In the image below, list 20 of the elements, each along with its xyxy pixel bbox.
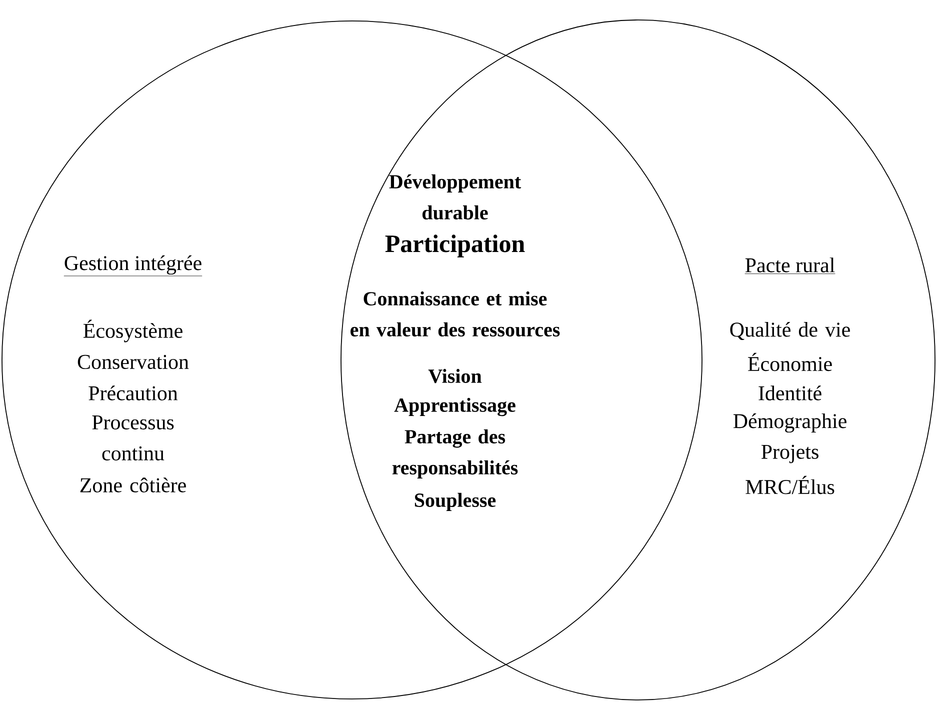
- list-item: Conservation: [78, 354, 189, 370]
- overlap-term: Vision: [428, 368, 482, 384]
- circle-heading: Gestion intégrée: [64, 255, 202, 276]
- overlap-term: Participation: [385, 234, 525, 258]
- overlap-term: Développement durable: [389, 174, 522, 220]
- list-item: Démographie: [733, 413, 846, 433]
- list-item: Écosystème: [83, 320, 182, 342]
- list-item: Économie: [748, 352, 832, 372]
- list-item: Projets: [761, 444, 818, 464]
- list-item: MRC/Élus: [746, 476, 834, 494]
- overlap-term: Partage des responsabilités: [392, 429, 518, 479]
- list-item: Zone côtière: [80, 478, 186, 492]
- list-item: Qualité de vie: [730, 322, 850, 340]
- list-item: Précaution: [88, 386, 178, 400]
- overlap-term: Apprentissage: [394, 398, 516, 416]
- overlap-term: Connaissance et mise en valeur des ressources: [350, 291, 560, 337]
- circle-heading: Pacte rural: [744, 258, 836, 274]
- list-item: Identité: [758, 386, 822, 400]
- list-item: Processus continu: [92, 416, 174, 460]
- overlap-term: Souplesse: [414, 492, 496, 512]
